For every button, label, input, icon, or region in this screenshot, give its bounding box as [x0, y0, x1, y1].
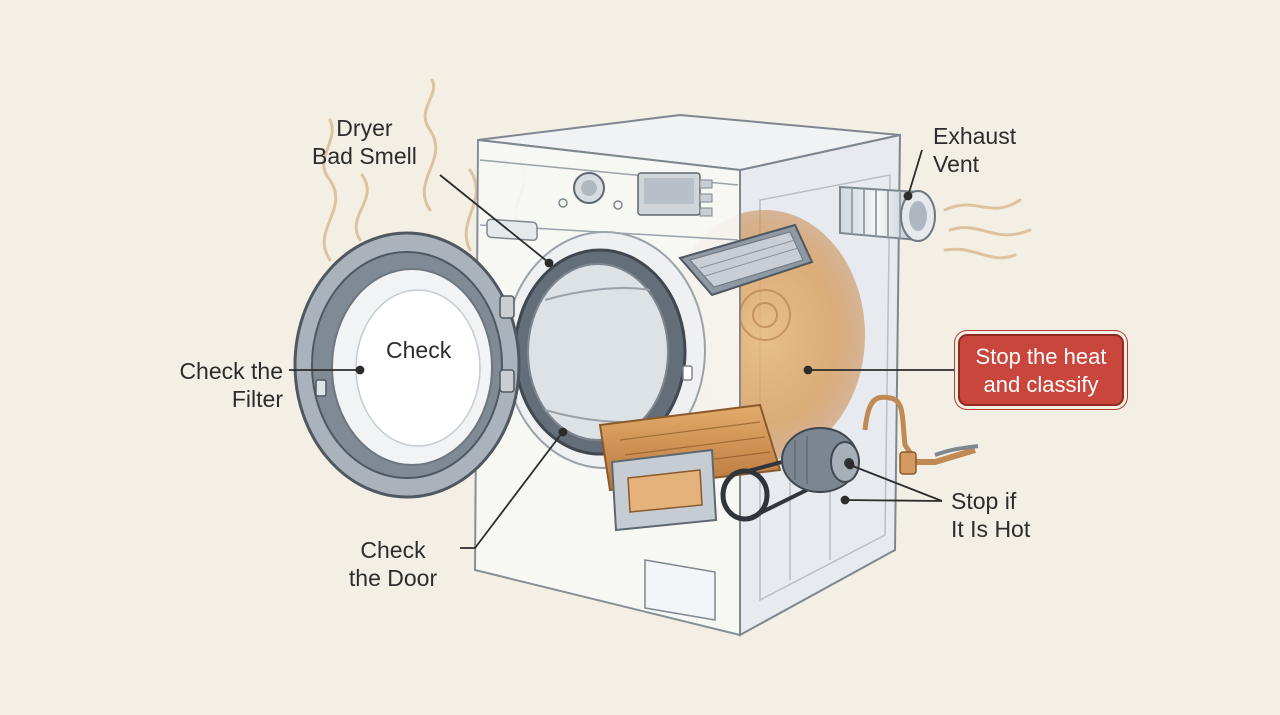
leader-exhaust	[907, 149, 923, 197]
drum-opening	[504, 231, 706, 469]
control-panel	[479, 159, 739, 242]
heating-element-icon	[598, 403, 782, 532]
stop-heat-badge: Stop the heat and classify	[958, 334, 1124, 406]
lint-filter	[678, 223, 814, 297]
callout-lines	[289, 149, 955, 549]
label-check-inside: Check	[386, 337, 452, 363]
label-bad-smell: Dryer Bad Smell	[312, 115, 417, 169]
gas-line	[862, 394, 979, 475]
exhaust-duct-icon	[839, 185, 936, 242]
label-check-filter: Check the Filter	[179, 358, 283, 412]
leader-hot-side	[844, 499, 943, 502]
label-check-door: Check the Door	[348, 537, 438, 591]
kick-panel	[644, 559, 716, 621]
dryer-door	[293, 231, 521, 499]
leader-hot-motor	[849, 464, 943, 502]
leader-door	[460, 432, 563, 549]
label-stop-if-hot: Stop if It Is Hot	[951, 488, 1031, 542]
motor-icon	[720, 427, 860, 522]
label-exhaust-vent: Exhaust Vent	[933, 123, 1017, 177]
leader-bad-smell	[439, 174, 549, 263]
